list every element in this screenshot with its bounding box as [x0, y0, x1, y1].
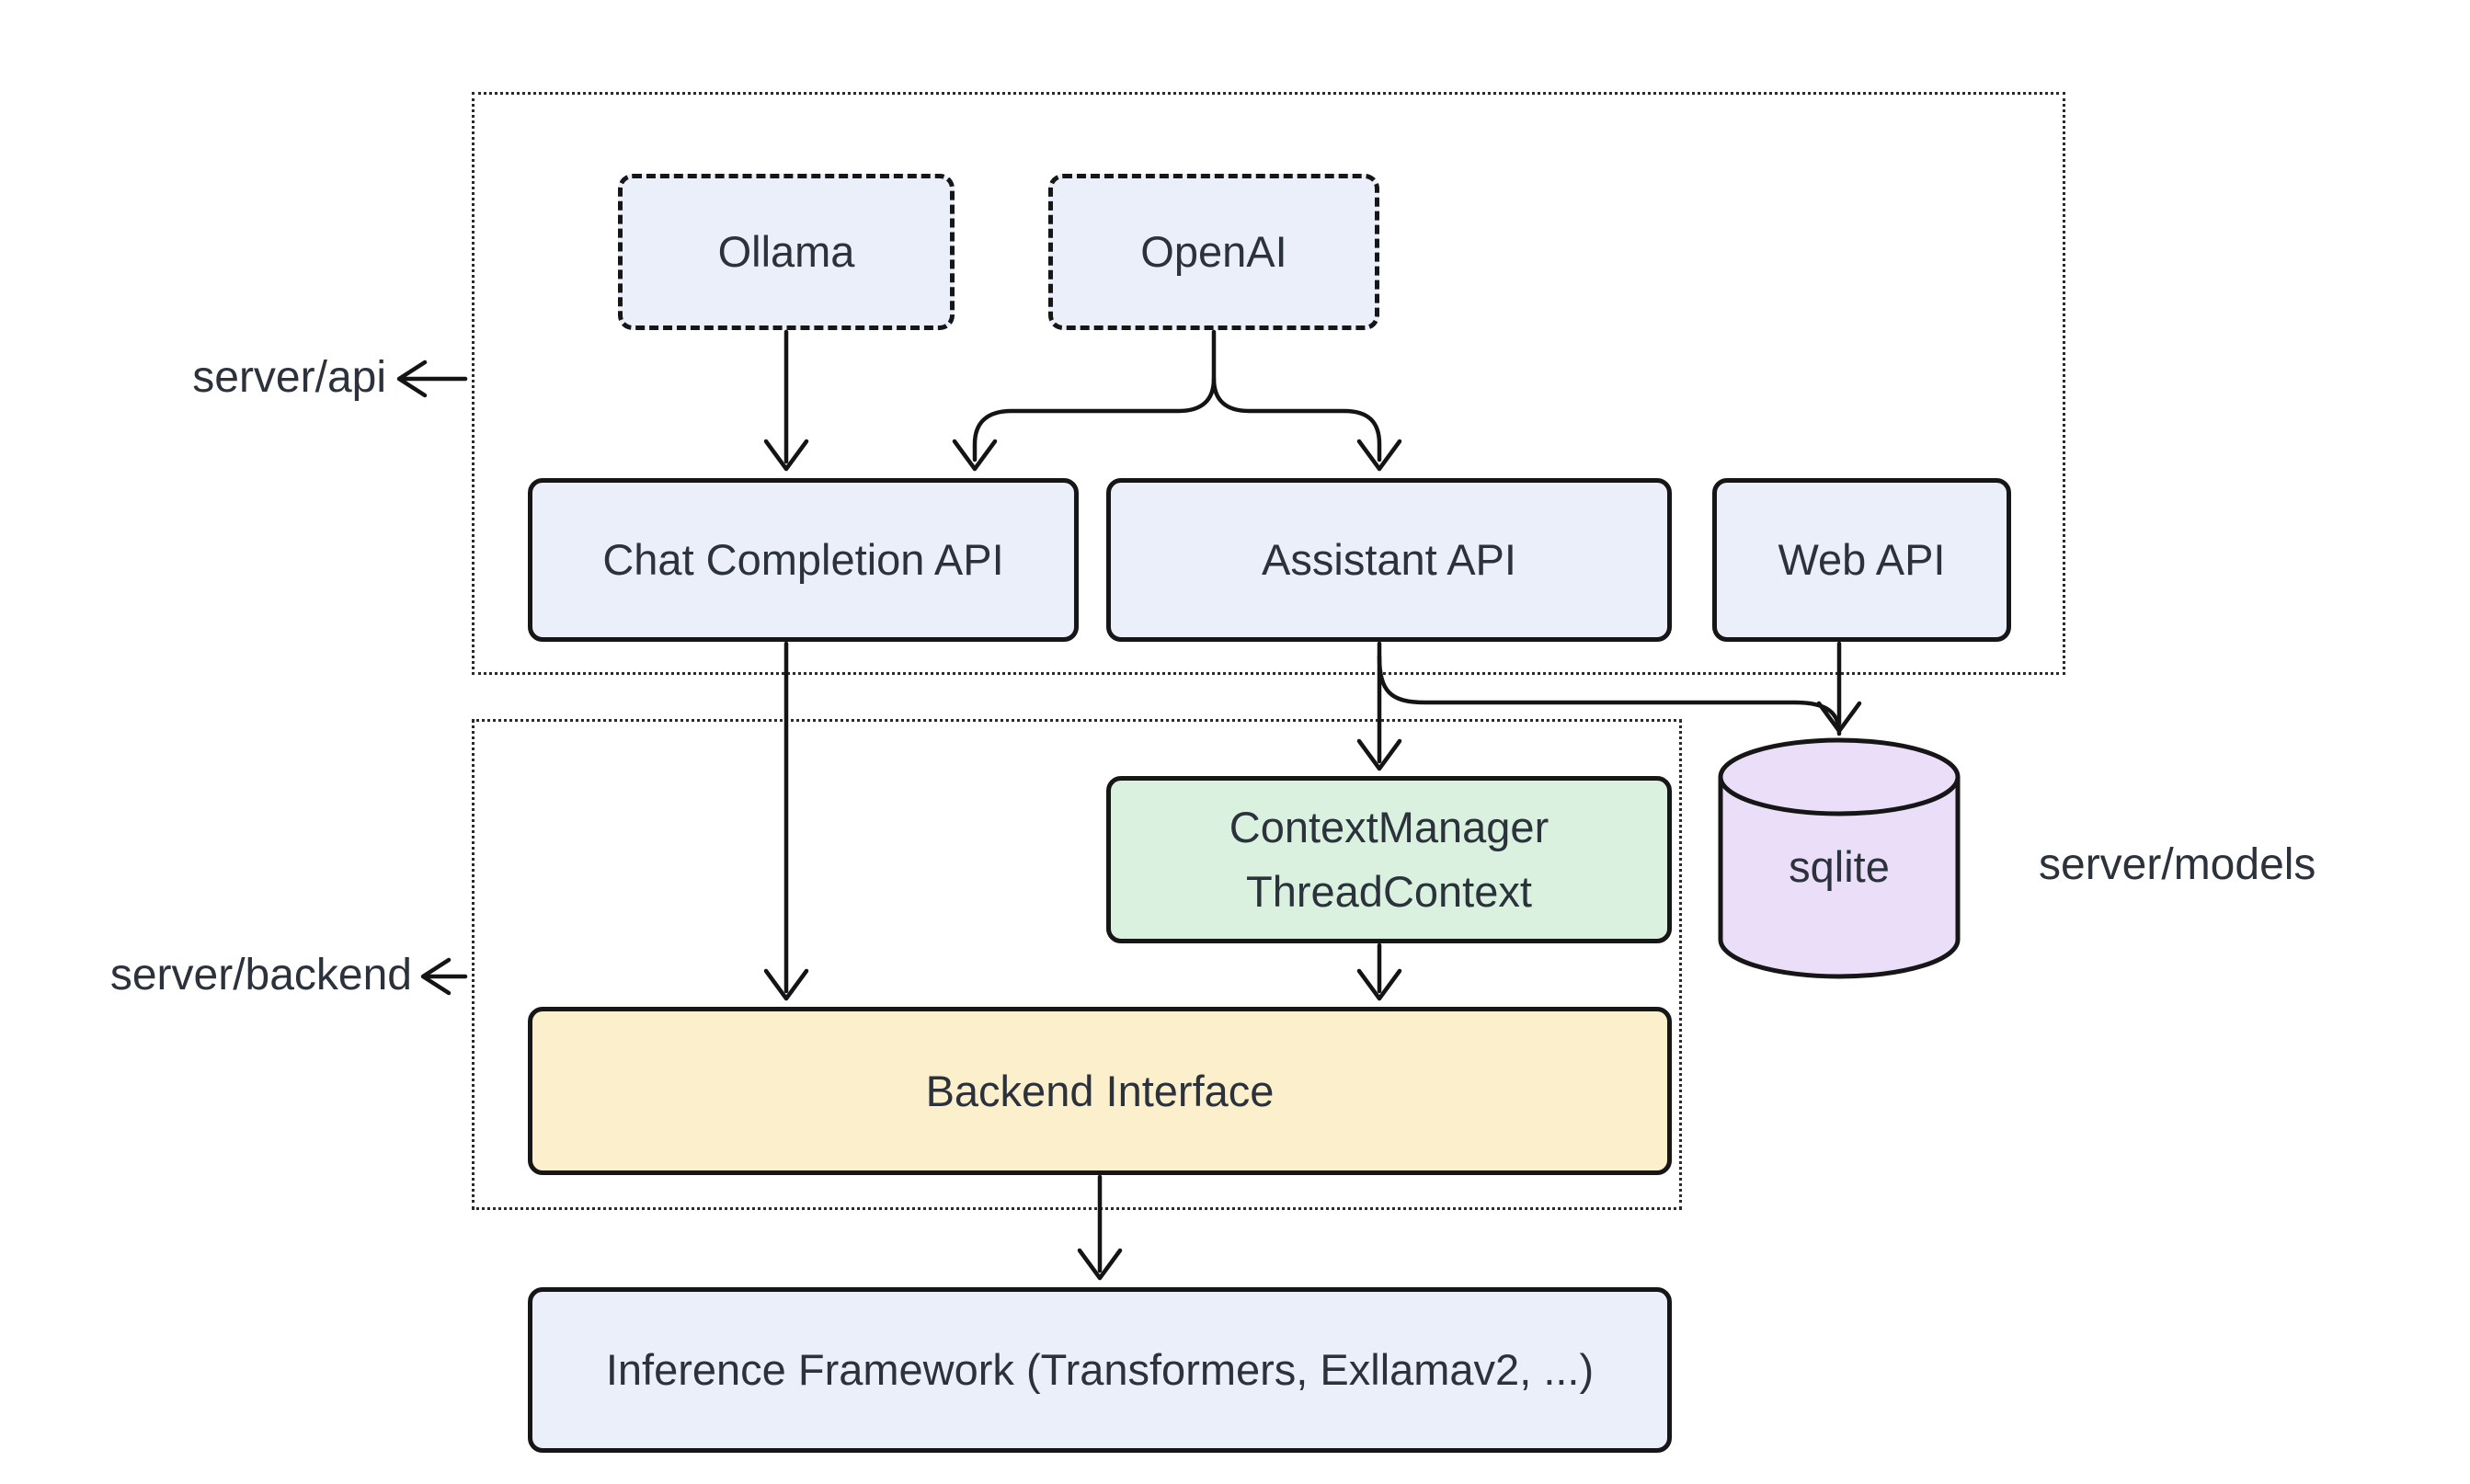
node-assistant-api: Assistant API	[1106, 478, 1672, 642]
server-models-label: server/models	[2039, 840, 2316, 889]
node-context-manager-line1: ContextManager	[1229, 803, 1549, 851]
node-web-api-label: Web API	[1778, 535, 1946, 584]
node-context-manager: ContextManager ThreadContext	[1106, 776, 1672, 943]
database-cylinder-icon	[1718, 737, 1961, 979]
node-web-api: Web API	[1712, 478, 2011, 642]
node-context-manager-line2: ThreadContext	[1246, 867, 1532, 916]
server-api-label: server/api	[192, 353, 386, 402]
node-inference-framework-label: Inference Framework (Transformers, Exlla…	[605, 1345, 1595, 1394]
node-sqlite: sqlite	[1710, 731, 1968, 998]
node-inference-framework: Inference Framework (Transformers, Exlla…	[528, 1287, 1672, 1453]
node-backend-interface: Backend Interface	[528, 1007, 1672, 1175]
server-backend-label: server/backend	[109, 951, 412, 999]
node-sqlite-label: sqlite	[1789, 842, 1890, 891]
server-backend-label-arrow	[420, 957, 468, 996]
node-backend-interface-label: Backend Interface	[925, 1066, 1275, 1115]
node-openai-label: OpenAI	[1140, 227, 1287, 276]
node-assistant-api-label: Assistant API	[1262, 535, 1516, 584]
server-api-group-border	[472, 92, 2065, 675]
node-openai: OpenAI	[1048, 174, 1379, 330]
node-ollama: Ollama	[618, 174, 955, 330]
server-api-label-arrow	[396, 360, 468, 398]
server-backend-group-border	[472, 719, 1682, 1210]
node-ollama-label: Ollama	[717, 227, 855, 276]
node-chat-completion-api-label: Chat Completion API	[602, 535, 1004, 584]
node-chat-completion-api: Chat Completion API	[528, 478, 1079, 642]
